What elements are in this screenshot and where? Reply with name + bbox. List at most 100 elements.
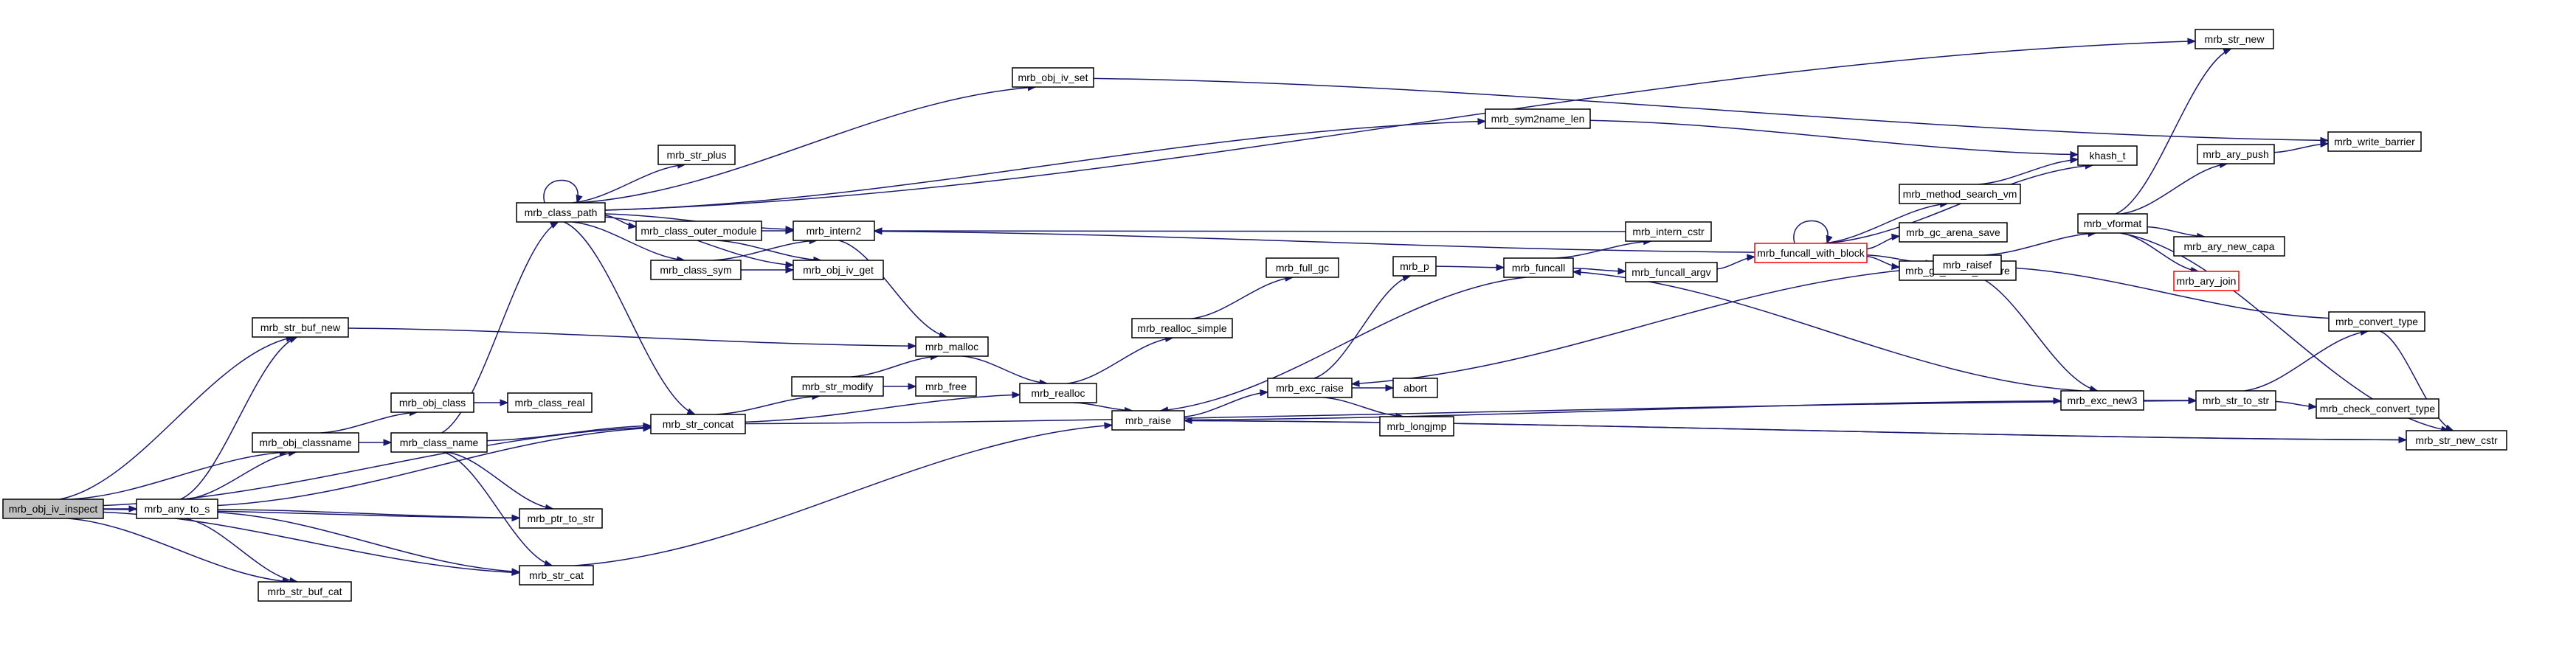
edge-line — [443, 451, 553, 566]
node-mrb-class-outer-module[interactable]: mrb_class_outer_module — [635, 220, 762, 241]
edge-line — [2000, 266, 2330, 319]
edge-n41-n47 — [2244, 328, 2369, 392]
arrowhead — [2070, 156, 2079, 164]
node-box — [1392, 378, 1438, 398]
node-mrb-malloc[interactable]: mrb_malloc — [915, 336, 989, 357]
node-mrb-ary-new-capa[interactable]: mrb_ary_new_capa — [2173, 236, 2285, 257]
node-mrb-full-gc[interactable]: mrb_full_gc — [1265, 257, 1339, 278]
edge-line — [712, 240, 818, 261]
node-mrb-str-buf-new[interactable]: mrb_str_buf_new — [252, 317, 349, 338]
node-mrb-obj-class[interactable]: mrb_obj_class — [390, 392, 474, 413]
node-label: mrb_realloc — [1031, 387, 1085, 399]
node-mrb-ptr-to-str[interactable]: mrb_ptr_to_str — [519, 508, 603, 529]
node-mrb-str-new-cstr[interactable]: mrb_str_new_cstr — [2406, 430, 2507, 451]
node-box — [2195, 29, 2274, 49]
node-mrb-exc-raise[interactable]: mrb_exc_raise — [1267, 378, 1353, 398]
edge-line — [1435, 265, 1505, 268]
arrowhead — [1477, 117, 1487, 125]
node-mrb-sym2name-len[interactable]: mrb_sym2name_len — [1485, 108, 1591, 129]
edge-line — [1093, 77, 2329, 142]
edge-n5-n8 — [446, 451, 554, 512]
node-mrb-class-sym[interactable]: mrb_class_sym — [650, 260, 742, 280]
node-mrb-str-cat[interactable]: mrb_str_cat — [519, 565, 594, 586]
node-label: mrb_str_plus — [667, 149, 727, 161]
node-label: mrb_str_new — [2205, 33, 2265, 45]
node-mrb-obj-iv-get[interactable]: mrb_obj_iv_get — [793, 260, 884, 280]
edge-n27-n30 — [1313, 274, 1412, 379]
node-abort[interactable]: abort — [1392, 378, 1438, 398]
node-mrb-funcall-with-block[interactable]: mrb_funcall_with_block — [1754, 243, 1868, 263]
node-mrb-vformat[interactable]: mrb_vformat — [2077, 213, 2148, 234]
edge-line — [962, 355, 1048, 384]
node-khash-t[interactable]: khash_t — [2077, 145, 2138, 166]
arrowhead — [511, 514, 521, 521]
node-mrb-raise[interactable]: mrb_raise — [1111, 410, 1185, 431]
node-mrb-convert-type[interactable]: mrb_convert_type — [2328, 311, 2425, 332]
edge-n18-n39 — [1589, 119, 2079, 159]
node-label: mrb_str_concat — [663, 418, 734, 430]
node-mrb-class-name[interactable]: mrb_class_name — [390, 432, 488, 453]
node-label: mrb_class_name — [400, 437, 479, 448]
node-label: mrb_ary_join — [2177, 275, 2237, 287]
node-mrb-realloc-simple[interactable]: mrb_realloc_simple — [1131, 318, 1233, 338]
node-mrb-class-path[interactable]: mrb_class_path — [516, 202, 606, 223]
node-box — [1111, 410, 1185, 431]
node-label: abort — [1403, 382, 1427, 394]
node-mrb-write-barrier[interactable]: mrb_write_barrier — [2327, 131, 2422, 152]
arrowhead — [1891, 263, 1901, 270]
node-label: mrb_sym2name_len — [1491, 113, 1585, 125]
node-mrb-str-plus[interactable]: mrb_str_plus — [657, 145, 736, 165]
node-mrb-p[interactable]: mrb_p — [1392, 256, 1437, 277]
node-mrb-funcall[interactable]: mrb_funcall — [1503, 257, 1574, 278]
arrowhead — [873, 227, 883, 235]
edge-line — [874, 230, 1626, 232]
edge-n23-n24 — [1067, 335, 1174, 384]
node-mrb-class-real[interactable]: mrb_class_real — [507, 392, 593, 413]
arrowhead — [1012, 391, 1021, 399]
arrowhead — [500, 399, 509, 406]
node-mrb-any-to-s[interactable]: mrb_any_to_s — [136, 499, 218, 519]
node-mrb-realloc[interactable]: mrb_realloc — [1019, 383, 1097, 403]
node-box — [1012, 67, 1094, 88]
edge-n9-n26 — [574, 422, 1113, 566]
node-mrb-check-convert-type[interactable]: mrb_check_convert_type — [2316, 398, 2439, 419]
edge-n40-n31 — [1572, 268, 2082, 392]
node-mrb-str-to-str[interactable]: mrb_str_to_str — [2195, 390, 2276, 411]
edge-n4-n11 — [474, 399, 509, 406]
node-mrb-str-modify[interactable]: mrb_str_modify — [791, 376, 884, 397]
node-mrb-exc-new3[interactable]: mrb_exc_new3 — [2060, 390, 2144, 411]
edge-line — [441, 221, 559, 434]
node-mrb-longjmp[interactable]: mrb_longjmp — [1379, 416, 1454, 437]
node-mrb-method-search-vm[interactable]: mrb_method_search_vm — [1899, 184, 2021, 204]
node-box — [915, 376, 977, 397]
node-mrb-raisef[interactable]: mrb_raisef — [1933, 254, 2002, 275]
edge-n6-n6 — [543, 179, 583, 204]
node-mrb-str-concat[interactable]: mrb_str_concat — [650, 414, 746, 434]
edge-line — [604, 120, 1486, 211]
node-mrb-free[interactable]: mrb_free — [915, 376, 977, 397]
node-box — [2060, 390, 2144, 411]
node-box — [2197, 144, 2275, 164]
node-label: mrb_class_sym — [660, 264, 731, 276]
node-mrb-ary-push[interactable]: mrb_ary_push — [2197, 144, 2275, 164]
edge-line — [716, 240, 821, 261]
node-mrb-obj-iv-set[interactable]: mrb_obj_iv_set — [1012, 67, 1094, 88]
node-label: mrb_obj_class — [399, 397, 466, 409]
edge-n7-n23 — [745, 391, 1021, 423]
node-mrb-funcall-argv[interactable]: mrb_funcall_argv — [1625, 262, 1718, 282]
edge-line — [486, 425, 652, 442]
edge-n38-n27 — [1350, 267, 1934, 387]
node-mrb-intern-cstr[interactable]: mrb_intern_cstr — [1625, 221, 1712, 242]
node-mrb-ary-join[interactable]: mrb_ary_join — [2173, 271, 2240, 291]
arrowhead — [1496, 263, 1505, 271]
node-mrb-gc-arena-save[interactable]: mrb_gc_arena_save — [1899, 222, 2008, 243]
node-mrb-obj-classname[interactable]: mrb_obj_classname — [252, 432, 359, 453]
node-mrb-str-new[interactable]: mrb_str_new — [2195, 29, 2274, 49]
edge-n33-n34 — [1716, 254, 1756, 270]
edge-line — [574, 424, 1113, 566]
node-mrb-intern2[interactable]: mrb_intern2 — [793, 220, 875, 241]
node-box — [2173, 271, 2240, 291]
arrowhead — [686, 408, 697, 415]
node-mrb-obj-iv-inspect[interactable]: mrb_obj_iv_inspect — [2, 499, 104, 519]
node-mrb-str-buf-cat[interactable]: mrb_str_buf_cat — [258, 581, 352, 602]
